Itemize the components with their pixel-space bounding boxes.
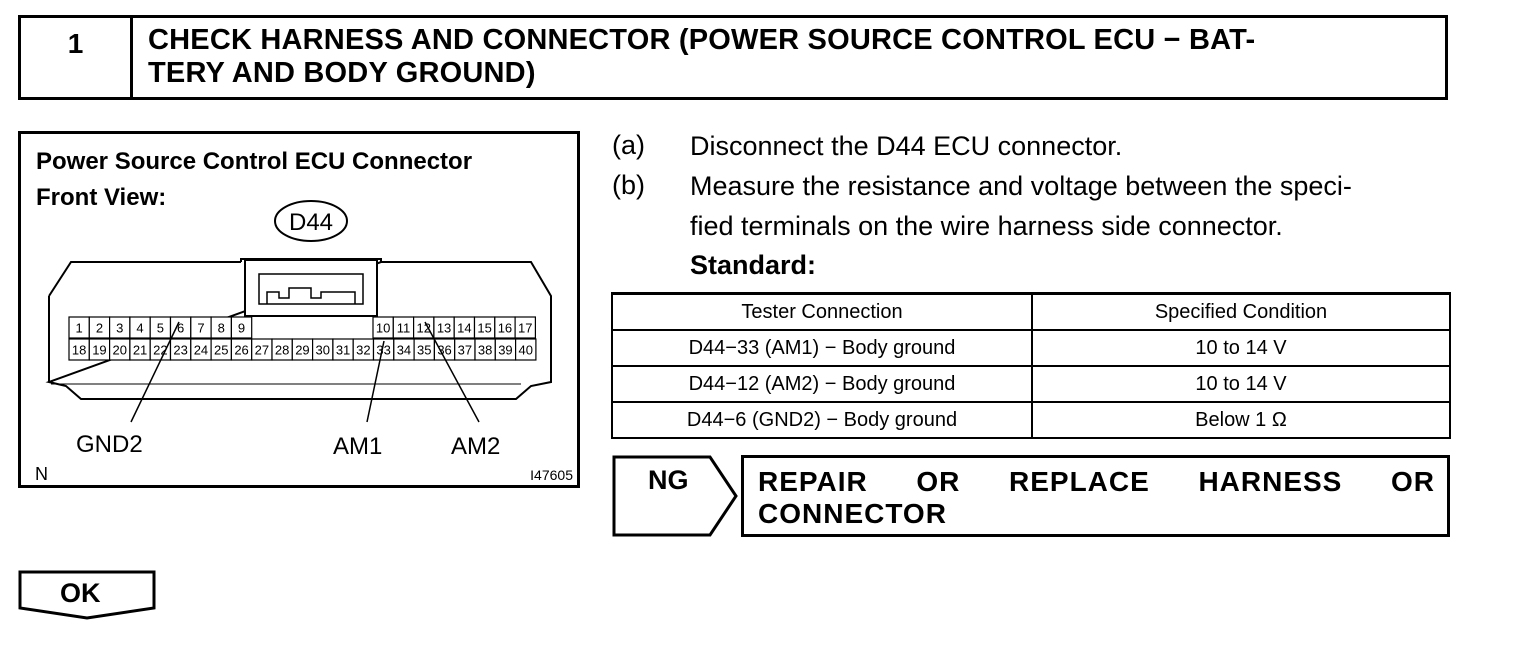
- pin-number: 36: [437, 343, 451, 358]
- table-header-row: Tester Connection Specified Condition: [611, 292, 1451, 331]
- step-a-letter: (a): [612, 130, 645, 160]
- ng-result-line1: REPAIR OR REPLACE HARNESS OR: [758, 466, 1435, 498]
- step-title-line1: CHECK HARNESS AND CONNECTOR (POWER SOURC…: [148, 24, 1256, 56]
- corner-mark: N: [35, 464, 48, 484]
- pin-number: 19: [92, 343, 106, 358]
- row-condition: Below 1 Ω: [1031, 401, 1451, 439]
- step-title-line2: TERY AND BODY GROUND): [148, 57, 536, 89]
- pin-number: 15: [477, 321, 491, 336]
- pin-number: 14: [457, 321, 471, 336]
- pin-number: 3: [116, 321, 123, 336]
- pin-number: 21: [133, 343, 147, 358]
- figure-title: Power Source Control ECU Connector: [36, 148, 473, 175]
- row-connection: D44−12 (AM2) − Body ground: [611, 365, 1033, 403]
- pin-number: 16: [498, 321, 512, 336]
- pin-number: 4: [136, 321, 143, 336]
- header-tester-connection: Tester Connection: [611, 292, 1033, 331]
- connector-figure: Power Source Control ECU Connector Front…: [18, 131, 580, 488]
- figure-view-label: Front View:: [36, 184, 167, 211]
- pin-number: 20: [113, 343, 127, 358]
- table-row: D44−12 (AM2) − Body ground 10 to 14 V: [611, 365, 1451, 403]
- step-header: 1 CHECK HARNESS AND CONNECTOR (POWER SOU…: [18, 15, 1448, 100]
- ng-word: OR: [1391, 466, 1435, 497]
- pin-cell: [515, 338, 537, 361]
- pin-number: 30: [316, 343, 330, 358]
- ok-label: OK: [60, 578, 101, 608]
- ng-label: NG: [648, 465, 689, 495]
- pin-number: 17: [518, 321, 532, 336]
- pin-number: 13: [437, 321, 451, 336]
- table-row: D44−33 (AM1) − Body ground 10 to 14 V: [611, 329, 1451, 367]
- ng-word: REPAIR: [758, 466, 868, 497]
- table-row: D44−6 (GND2) − Body ground Below 1 Ω: [611, 401, 1451, 439]
- step-number: 1: [21, 18, 133, 97]
- connector-code: D44: [289, 209, 333, 236]
- pin-number: 10: [376, 321, 390, 336]
- step-b-text-line1: Measure the resistance and voltage betwe…: [690, 171, 1352, 201]
- am2-label: AM2: [451, 433, 500, 460]
- ok-arrow-icon: [18, 570, 156, 620]
- pin-number: 11: [397, 321, 411, 336]
- step-b-letter: (b): [612, 170, 645, 200]
- am1-leader-line: [366, 340, 385, 423]
- connector-code-ellipse: [274, 200, 348, 242]
- pin-cell: [514, 316, 537, 339]
- pin-number: 35: [417, 343, 431, 358]
- pin-number: 29: [295, 343, 309, 358]
- pin-number: 26: [234, 343, 248, 358]
- am1-label: AM1: [333, 433, 382, 460]
- pin-number: 24: [194, 343, 208, 358]
- pin-number: 34: [397, 343, 411, 358]
- pin-number: 8: [218, 321, 225, 336]
- step-b-text-line2: fied terminals on the wire harness side …: [690, 211, 1283, 241]
- pin-number: 33: [376, 343, 390, 358]
- am2-leader-line: [424, 321, 480, 423]
- pin-number: 27: [255, 343, 269, 358]
- row-condition: 10 to 14 V: [1031, 365, 1451, 403]
- step-title: CHECK HARNESS AND CONNECTOR (POWER SOURC…: [148, 24, 1425, 90]
- pin-number: 18: [72, 343, 86, 358]
- pin-number: 38: [478, 343, 492, 358]
- pin-number: 7: [197, 321, 204, 336]
- ng-result-box: REPAIR OR REPLACE HARNESS OR CONNECTOR: [741, 455, 1450, 537]
- pin-number: 1: [76, 321, 83, 336]
- step-a-text: Disconnect the D44 ECU connector.: [690, 131, 1123, 161]
- row-connection: D44−33 (AM1) − Body ground: [611, 329, 1033, 367]
- header-specified-condition: Specified Condition: [1031, 292, 1451, 331]
- row-condition: 10 to 14 V: [1031, 329, 1451, 367]
- gnd2-leader-line: [130, 321, 180, 423]
- ng-arrow-icon: [612, 455, 738, 537]
- pin-cell: [230, 316, 253, 339]
- pin-number: 25: [214, 343, 228, 358]
- ng-word: OR: [916, 466, 961, 497]
- pin-number: 5: [157, 321, 164, 336]
- ng-word: HARNESS: [1198, 466, 1343, 497]
- pin-number: 40: [519, 343, 533, 358]
- standard-label: Standard:: [690, 250, 817, 280]
- gnd2-label: GND2: [76, 431, 143, 458]
- row-connection: D44−6 (GND2) − Body ground: [611, 401, 1033, 439]
- pin-number: 2: [96, 321, 103, 336]
- figure-id: I47605: [530, 467, 573, 483]
- ng-result-line2: CONNECTOR: [758, 498, 947, 529]
- pin-number: 32: [356, 343, 370, 358]
- spec-table: Tester Connection Specified Condition D4…: [611, 292, 1451, 439]
- pin-number: 31: [336, 343, 350, 358]
- pin-number: 28: [275, 343, 289, 358]
- pin-number: 37: [458, 343, 472, 358]
- pin-number: 39: [498, 343, 512, 358]
- pin-number: 6: [177, 321, 184, 336]
- pin-row-top-right: 10 11 12 13 14 15 16 17: [372, 316, 537, 339]
- ng-word: REPLACE: [1009, 466, 1150, 497]
- pin-number: 12: [417, 321, 431, 336]
- pin-number: 9: [238, 321, 245, 336]
- pin-number: 23: [173, 343, 187, 358]
